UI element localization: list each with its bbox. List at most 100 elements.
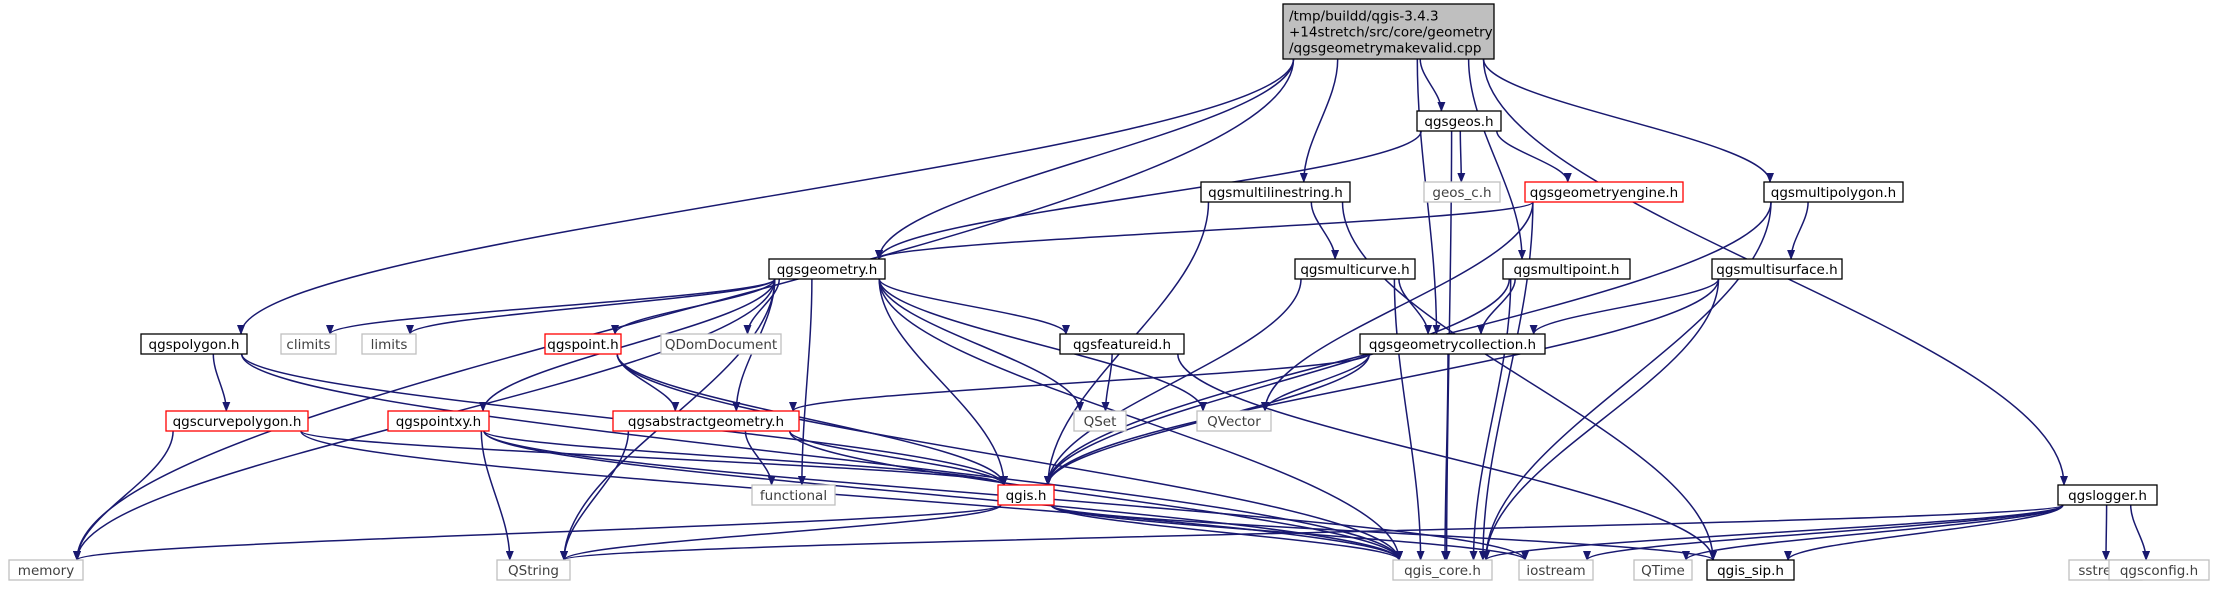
edge-qgspolygon-to-qgis_core	[240, 353, 1403, 561]
edge-qgslogger-to-qstring	[560, 504, 2064, 561]
edge-qgsabstractgeometry-to-qgis	[788, 430, 1008, 486]
node-qgis_core: qgis_core.h	[1392, 559, 1493, 581]
node-qgis_sip-box	[1706, 559, 1795, 581]
node-qgsmultisurface[interactable]: qgsmultisurface.h	[1711, 258, 1843, 280]
node-qgspolygon-box	[140, 333, 248, 355]
node-qtime-label: QTime	[1641, 563, 1685, 579]
node-memory-box	[8, 559, 84, 581]
node-qgsfeatureid[interactable]: qgsfeatureid.h	[1059, 333, 1185, 355]
node-iostream-box	[1518, 559, 1594, 581]
edge-qgslogger-to-qgis_sip	[1784, 504, 2064, 561]
node-qgsgeometrycollection-box	[1359, 333, 1546, 355]
edge-qgsgeos-to-qgsgeometryengine	[1496, 130, 1572, 183]
node-qgis-label: qgis.h	[1006, 488, 1047, 504]
node-qgis[interactable]: qgis.h	[997, 484, 1055, 506]
edge-qgsgeometry-to-functional	[797, 278, 813, 486]
node-qgsmultipolygon[interactable]: qgsmultipolygon.h	[1763, 181, 1904, 203]
node-qvector: QVector	[1196, 410, 1272, 432]
edge-qgsmulticurve-to-qgis_core	[1393, 278, 1425, 561]
node-limits-label: limits	[371, 337, 408, 353]
node-qgsmulticurve-box	[1294, 258, 1416, 280]
edge-qgsfeatureid-to-qgis_sip	[1177, 353, 1717, 561]
node-qgsgeometrycollection[interactable]: qgsgeometrycollection.h	[1359, 333, 1546, 355]
node-climits-label: climits	[286, 337, 330, 353]
edge-qgslogger-to-sstream	[2102, 504, 2111, 561]
edge-qgspointxy-to-qgis	[483, 430, 1008, 486]
node-root-box	[1282, 3, 1495, 60]
node-limits: limits	[361, 333, 417, 355]
node-functional-label: functional	[760, 488, 827, 504]
edge-qgsmultipoint-to-qgis	[1044, 278, 1511, 486]
edge-qgsmultipoint-to-qgsgeometrycollection	[1477, 278, 1516, 335]
edge-qgspoint-to-qgis_core	[616, 353, 1403, 561]
node-qgsmultipoint[interactable]: qgsmultipoint.h	[1502, 258, 1631, 280]
node-qgis-box	[997, 484, 1055, 506]
edge-layer	[73, 58, 2151, 561]
node-qdomdocument-box	[660, 333, 782, 355]
edge-qgscurvepolygon-to-qgis_core	[300, 430, 1403, 561]
edge-root-to-qgspolygon	[237, 58, 1295, 335]
node-qgsmultipoint-label: qgsmultipoint.h	[1514, 262, 1620, 278]
node-qgspointxy[interactable]: qgspointxy.h	[387, 410, 490, 432]
edge-qgsmulticurve-to-qgis	[1044, 278, 1302, 486]
node-qgspolygon[interactable]: qgspolygon.h	[140, 333, 248, 355]
edge-qgsmultisurface-to-qgis	[1044, 278, 1720, 486]
edge-qgsgeometrycollection-to-qgsabstractgeometry	[789, 353, 1371, 412]
node-qgis_core-box	[1392, 559, 1493, 581]
node-qgslogger-box	[2057, 484, 2158, 506]
edge-qgsabstractgeometry-to-qstring	[560, 430, 630, 561]
node-qgsconfig-box	[2108, 559, 2210, 581]
edge-qgslogger-to-qtime	[1682, 504, 2064, 561]
edge-qgsmultilinestring-to-qgis_sip	[1341, 201, 1717, 561]
node-root[interactable]: /tmp/buildd/qgis-3.4.3+14stretch/src/cor…	[1282, 3, 1495, 60]
edge-qgsmultilinestring-to-qgsmulticurve	[1310, 201, 1340, 260]
edge-root-to-qgsgeos	[1419, 58, 1446, 112]
node-limits-box	[361, 333, 417, 355]
edge-qgsgeometrycollection-to-qvector	[1261, 353, 1371, 412]
node-qstring-label: QString	[508, 563, 559, 579]
node-qgslogger-label: qgslogger.h	[2068, 488, 2147, 504]
node-functional-box	[751, 484, 836, 506]
edge-qgsabstractgeometry-to-functional	[744, 430, 776, 486]
edge-qgsmultipolygon-to-qgsmultisurface	[1787, 201, 1809, 260]
node-qgsmultipoint-box	[1502, 258, 1631, 280]
node-qgsmultilinestring[interactable]: qgsmultilinestring.h	[1200, 181, 1351, 203]
node-qgspoint-box	[544, 333, 622, 355]
node-qgslogger[interactable]: qgslogger.h	[2057, 484, 2158, 506]
node-qgsmulticurve[interactable]: qgsmulticurve.h	[1294, 258, 1416, 280]
node-qgsgeos-label: qgsgeos.h	[1424, 114, 1493, 130]
node-qgsmultisurface-box	[1711, 258, 1843, 280]
node-qgsgeometryengine-label: qgsgeometryengine.h	[1530, 185, 1679, 201]
node-qgis_sip[interactable]: qgis_sip.h	[1706, 559, 1795, 581]
node-qgis_core-label: qgis_core.h	[1404, 563, 1481, 579]
edge-qgspointxy-to-qgis_core	[483, 430, 1403, 561]
edge-qgsgeos-to-qgsgeometry	[875, 130, 1422, 260]
node-qgscurvepolygon-label: qgscurvepolygon.h	[173, 414, 302, 430]
edge-qgis-to-qgis_sip	[1050, 504, 1717, 561]
node-qdomdocument-label: QDomDocument	[665, 337, 777, 353]
node-qgsmulticurve-label: qgsmulticurve.h	[1300, 262, 1409, 278]
edge-qgsgeometry-to-limits	[406, 278, 776, 335]
edge-qgsgeometry-to-qgis_core	[878, 278, 1403, 561]
edge-qgsgeometry-to-qgspoint	[611, 278, 776, 335]
node-qgis_sip-label: qgis_sip.h	[1717, 563, 1784, 579]
node-qgsmultilinestring-box	[1200, 181, 1351, 203]
node-qgspointxy-box	[387, 410, 490, 432]
node-qgspoint[interactable]: qgspoint.h	[544, 333, 622, 355]
node-qgscurvepolygon[interactable]: qgscurvepolygon.h	[165, 410, 309, 432]
edge-qgsmultipoint-to-qgis_core	[1469, 278, 1512, 561]
node-qgsgeos[interactable]: qgsgeos.h	[1416, 110, 1502, 132]
node-qgsgeometry[interactable]: qgsgeometry.h	[768, 258, 886, 280]
node-qgsgeometrycollection-label: qgsgeometrycollection.h	[1369, 337, 1536, 353]
node-qgsgeometryengine-box	[1524, 181, 1684, 203]
edge-qgsmultisurface-to-qgsgeometrycollection	[1529, 278, 1720, 335]
edge-qgslogger-to-iostream	[1583, 504, 2064, 561]
node-qset-box	[1073, 410, 1127, 432]
node-memory-label: memory	[18, 563, 74, 579]
node-qgsmultipolygon-label: qgsmultipolygon.h	[1771, 185, 1896, 201]
node-qgsabstractgeometry[interactable]: qgsabstractgeometry.h	[612, 410, 800, 432]
node-qgsgeometryengine[interactable]: qgsgeometryengine.h	[1524, 181, 1684, 203]
node-iostream: iostream	[1518, 559, 1594, 581]
node-qgsconfig-label: qgsconfig.h	[2120, 563, 2198, 579]
